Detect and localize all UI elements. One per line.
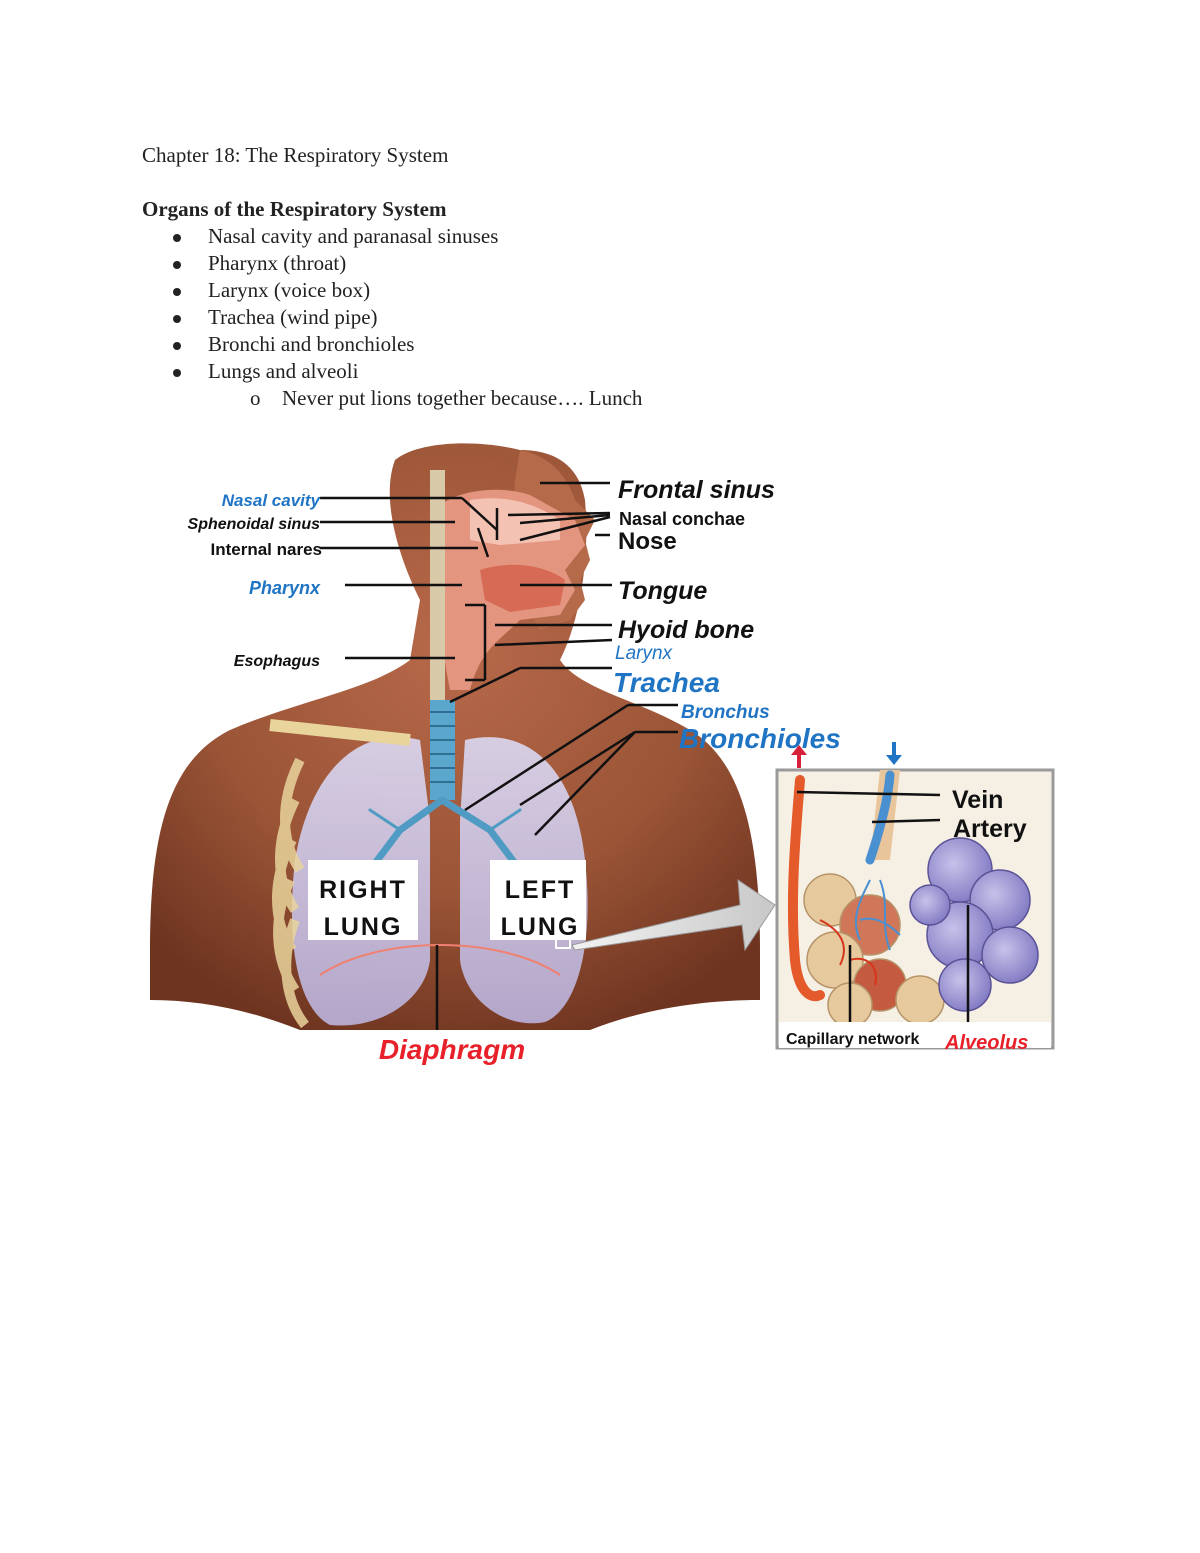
list-item: Lungs and alveoli bbox=[173, 359, 358, 384]
bullet-icon bbox=[173, 260, 181, 269]
leader-lines bbox=[320, 481, 970, 1030]
label-internal-nares: Internal nares bbox=[211, 540, 323, 559]
bullet-icon bbox=[173, 314, 181, 323]
label-tongue: Tongue bbox=[618, 577, 707, 605]
label-sphenoidal-sinus: Sphenoidal sinus bbox=[188, 516, 321, 533]
sub-list-item: o Never put lions together because…. Lunc… bbox=[250, 386, 642, 411]
label-hyoid-bone: Hyoid bone bbox=[618, 616, 754, 644]
label-right-lung-line1: RIGHT bbox=[319, 876, 407, 904]
label-nasal-conchae: Nasal conchae bbox=[619, 509, 745, 529]
label-bronchus: Bronchus bbox=[681, 702, 770, 723]
list-item: Larynx (voice box) bbox=[173, 278, 370, 303]
document-title: Chapter 18: The Respiratory System bbox=[142, 143, 449, 167]
list-item-text: Bronchi and bronchioles bbox=[208, 332, 415, 356]
label-esophagus: Esophagus bbox=[234, 653, 320, 670]
arrow-up-icon bbox=[791, 745, 807, 768]
label-pharynx: Pharynx bbox=[249, 578, 321, 598]
label-bronchioles: Bronchioles bbox=[679, 723, 841, 754]
sub-list-item-text: Never put lions together because…. Lunch bbox=[282, 386, 643, 410]
label-left-lung-line2: LUNG bbox=[501, 913, 580, 941]
right-lung-label-box bbox=[308, 860, 418, 940]
arrow-down-icon bbox=[886, 742, 902, 765]
bullet-icon bbox=[173, 233, 181, 242]
label-trachea: Trachea bbox=[613, 667, 720, 698]
list-item-text: Nasal cavity and paranasal sinuses bbox=[208, 224, 499, 248]
bullet-icon bbox=[173, 287, 181, 296]
section-heading: Organs of the Respiratory System bbox=[142, 197, 447, 221]
label-vein: Vein bbox=[952, 786, 1003, 814]
label-nose: Nose bbox=[618, 528, 677, 555]
label-frontal-sinus: Frontal sinus bbox=[618, 476, 775, 504]
list-item: Nasal cavity and paranasal sinuses bbox=[173, 224, 498, 249]
label-diaphragm: Diaphragm bbox=[379, 1034, 525, 1065]
label-capillary-network: Capillary network bbox=[786, 1031, 919, 1048]
list-item: Bronchi and bronchioles bbox=[173, 332, 414, 357]
alveolus-inset bbox=[775, 742, 1055, 1050]
list-item: Pharynx (throat) bbox=[173, 251, 346, 276]
label-artery: Artery bbox=[953, 815, 1027, 843]
bullet-icon bbox=[173, 368, 181, 377]
list-item-text: Trachea (wind pipe) bbox=[208, 305, 378, 329]
list-item-text: Pharynx (throat) bbox=[208, 251, 347, 275]
label-larynx: Larynx bbox=[615, 643, 674, 664]
label-nasal-cavity: Nasal cavity bbox=[222, 491, 322, 510]
label-alveolus: Alveolus bbox=[944, 1032, 1028, 1054]
left-lung-label-box bbox=[490, 860, 586, 940]
callout-arrow-icon bbox=[571, 879, 776, 952]
label-right-lung-line2: LUNG bbox=[324, 913, 403, 941]
sub-bullet-marker: o bbox=[250, 386, 261, 410]
bullet-icon bbox=[173, 341, 181, 350]
list-item: Trachea (wind pipe) bbox=[173, 305, 378, 330]
label-left-lung-line1: LEFT bbox=[505, 876, 576, 904]
list-item-text: Lungs and alveoli bbox=[208, 359, 359, 383]
list-item-text: Larynx (voice box) bbox=[208, 278, 371, 302]
